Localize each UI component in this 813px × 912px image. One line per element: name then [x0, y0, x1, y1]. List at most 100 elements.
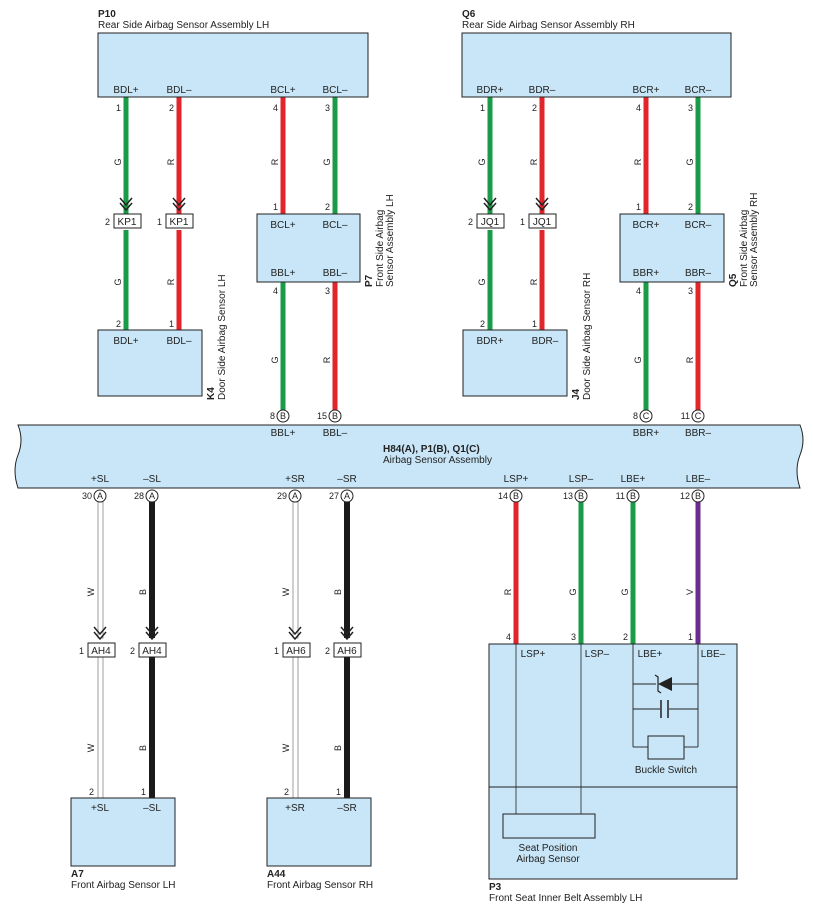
- k4-pin-number: 2: [116, 319, 121, 329]
- seat-sensor-label-line1: Seat Position: [519, 843, 578, 854]
- j4-pin-number: 1: [532, 319, 537, 329]
- main-pin-number: 15: [317, 411, 327, 421]
- j4-pin-bdr-minus: BDR–: [532, 336, 559, 347]
- p3-pin-lsp-plus: LSP+: [521, 649, 546, 660]
- p3-pin-number: 4: [506, 632, 511, 642]
- p10-pin-bcl-minus: BCL–: [322, 85, 347, 96]
- wire-letter-b: B: [333, 589, 343, 595]
- main-pin-bbl-minus: BBL–: [323, 428, 348, 439]
- p3-name: Front Seat Inner Belt Assembly LH: [489, 893, 642, 904]
- a7-pin-minus-sl: –SL: [143, 803, 161, 814]
- ah4-connector-left: AH4 1: [79, 626, 116, 658]
- p7-pin-bbl-plus: BBL+: [271, 268, 296, 279]
- main-top-pins: B 8 B 15 C 8 C 11: [270, 409, 705, 423]
- wire-letter-g: G: [113, 278, 123, 285]
- a44-pin-plus-sr: +SR: [285, 803, 305, 814]
- wire-letter-g: G: [633, 356, 643, 363]
- main-pin-lsp-plus: LSP+: [504, 474, 529, 485]
- wire-letter-g: G: [568, 588, 578, 595]
- p10-pin-bdl-plus: BDL+: [113, 85, 138, 96]
- a44-box: [266, 797, 372, 867]
- jq1-connector-right: JQ1 1: [520, 197, 557, 229]
- main-pin-bbr-plus: BBR+: [633, 428, 660, 439]
- main-pin-bbl-plus: BBL+: [271, 428, 296, 439]
- p7-box: [256, 213, 361, 283]
- q5-name-line1: Front Side Airbag: [739, 210, 750, 287]
- main-bottom-pins: A 30 A 28 A 29 A 27 B 14 B 13 B 11 B 12: [82, 489, 705, 503]
- p10-pin-bdl-minus: BDL–: [166, 85, 191, 96]
- kp1-pin-number: 2: [105, 217, 110, 227]
- wire-letter-r: R: [166, 278, 176, 285]
- q6-pin-number: 1: [480, 103, 485, 113]
- connector-letter: B: [630, 491, 636, 501]
- wire-letter-r: R: [685, 356, 695, 363]
- wire-plus-sr-lower: [292, 656, 299, 799]
- main-pin-lbe-minus: LBE–: [686, 474, 711, 485]
- p7-name-line1: Front Side Airbag: [375, 210, 386, 287]
- connector-letter: B: [513, 491, 519, 501]
- wire-letter-w: W: [86, 743, 96, 752]
- q5-pin-bbr-plus: BBR+: [633, 268, 660, 279]
- ah4-label: AH4: [91, 646, 111, 657]
- main-code: H84(A), P1(B), Q1(C): [383, 444, 480, 455]
- wire-letter-g: G: [113, 158, 123, 165]
- main-pin-number: 12: [680, 491, 690, 501]
- q5-pin-number: 4: [636, 286, 641, 296]
- jq1-pin-number: 2: [468, 217, 473, 227]
- main-pin-number: 8: [633, 411, 638, 421]
- wire-letter-r: R: [503, 588, 513, 595]
- a44-pin-number: 2: [284, 787, 289, 797]
- kp1-connector-right: KP1 1: [157, 197, 194, 229]
- q6-pin-number: 4: [636, 103, 641, 113]
- p7-pin-number: 1: [273, 202, 278, 212]
- jq1-pin-number: 1: [520, 217, 525, 227]
- ah6-label: AH6: [286, 646, 306, 657]
- wire-letter-r: R: [529, 158, 539, 165]
- main-assembly-box: [14, 424, 804, 489]
- wire-letter-b: B: [333, 745, 343, 751]
- a44-pin-number: 1: [336, 787, 341, 797]
- q6-pin-bcr-plus: BCR+: [633, 85, 660, 96]
- p3-code: P3: [489, 882, 502, 893]
- jq1-connector-left: JQ1 2: [468, 197, 505, 229]
- p3-pin-number: 2: [623, 632, 628, 642]
- p7-pin-number: 3: [325, 286, 330, 296]
- p10-pin-number: 2: [169, 103, 174, 113]
- main-pin-lbe-plus: LBE+: [621, 474, 646, 485]
- a44-name: Front Airbag Sensor RH: [267, 880, 373, 891]
- k4-pin-bdl-plus: BDL+: [113, 336, 138, 347]
- q5-pin-bcr-plus: BCR+: [633, 220, 660, 231]
- ah6-connector-right: AH6 2: [325, 626, 362, 658]
- q6-pin-bdr-minus: BDR–: [529, 85, 556, 96]
- k4-code: K4: [206, 387, 217, 400]
- main-pin-minus-sl: –SL: [143, 474, 161, 485]
- ah4-pin-number: 2: [130, 646, 135, 656]
- wire-letter-g: G: [620, 588, 630, 595]
- a7-box: [70, 797, 176, 867]
- jq1-label: JQ1: [481, 217, 500, 228]
- p7-pin-bcl-minus: BCL–: [322, 220, 347, 231]
- a7-pin-number: 1: [141, 787, 146, 797]
- ah4-connector-right: AH4 2: [130, 626, 167, 658]
- connector-letter: B: [695, 491, 701, 501]
- main-pin-number: 27: [329, 491, 339, 501]
- main-pin-number: 13: [563, 491, 573, 501]
- connector-letter: B: [332, 411, 338, 421]
- q6-code: Q6: [462, 9, 476, 20]
- main-pin-minus-sr: –SR: [337, 474, 356, 485]
- q5-pin-number: 1: [636, 202, 641, 212]
- wire-letter-g: G: [270, 356, 280, 363]
- q6-box: [461, 32, 732, 98]
- q5-pin-number: 3: [688, 286, 693, 296]
- wire-letter-r: R: [529, 278, 539, 285]
- q6-pin-number: 3: [688, 103, 693, 113]
- a7-code: A7: [71, 869, 84, 880]
- wire-letter-b: B: [138, 589, 148, 595]
- wire-letter-w: W: [86, 587, 96, 596]
- p7-code: P7: [364, 274, 375, 287]
- j4-box: [462, 329, 568, 397]
- seat-position-sensor: [502, 813, 596, 839]
- main-pin-number: 30: [82, 491, 92, 501]
- p3-pin-number: 3: [571, 632, 576, 642]
